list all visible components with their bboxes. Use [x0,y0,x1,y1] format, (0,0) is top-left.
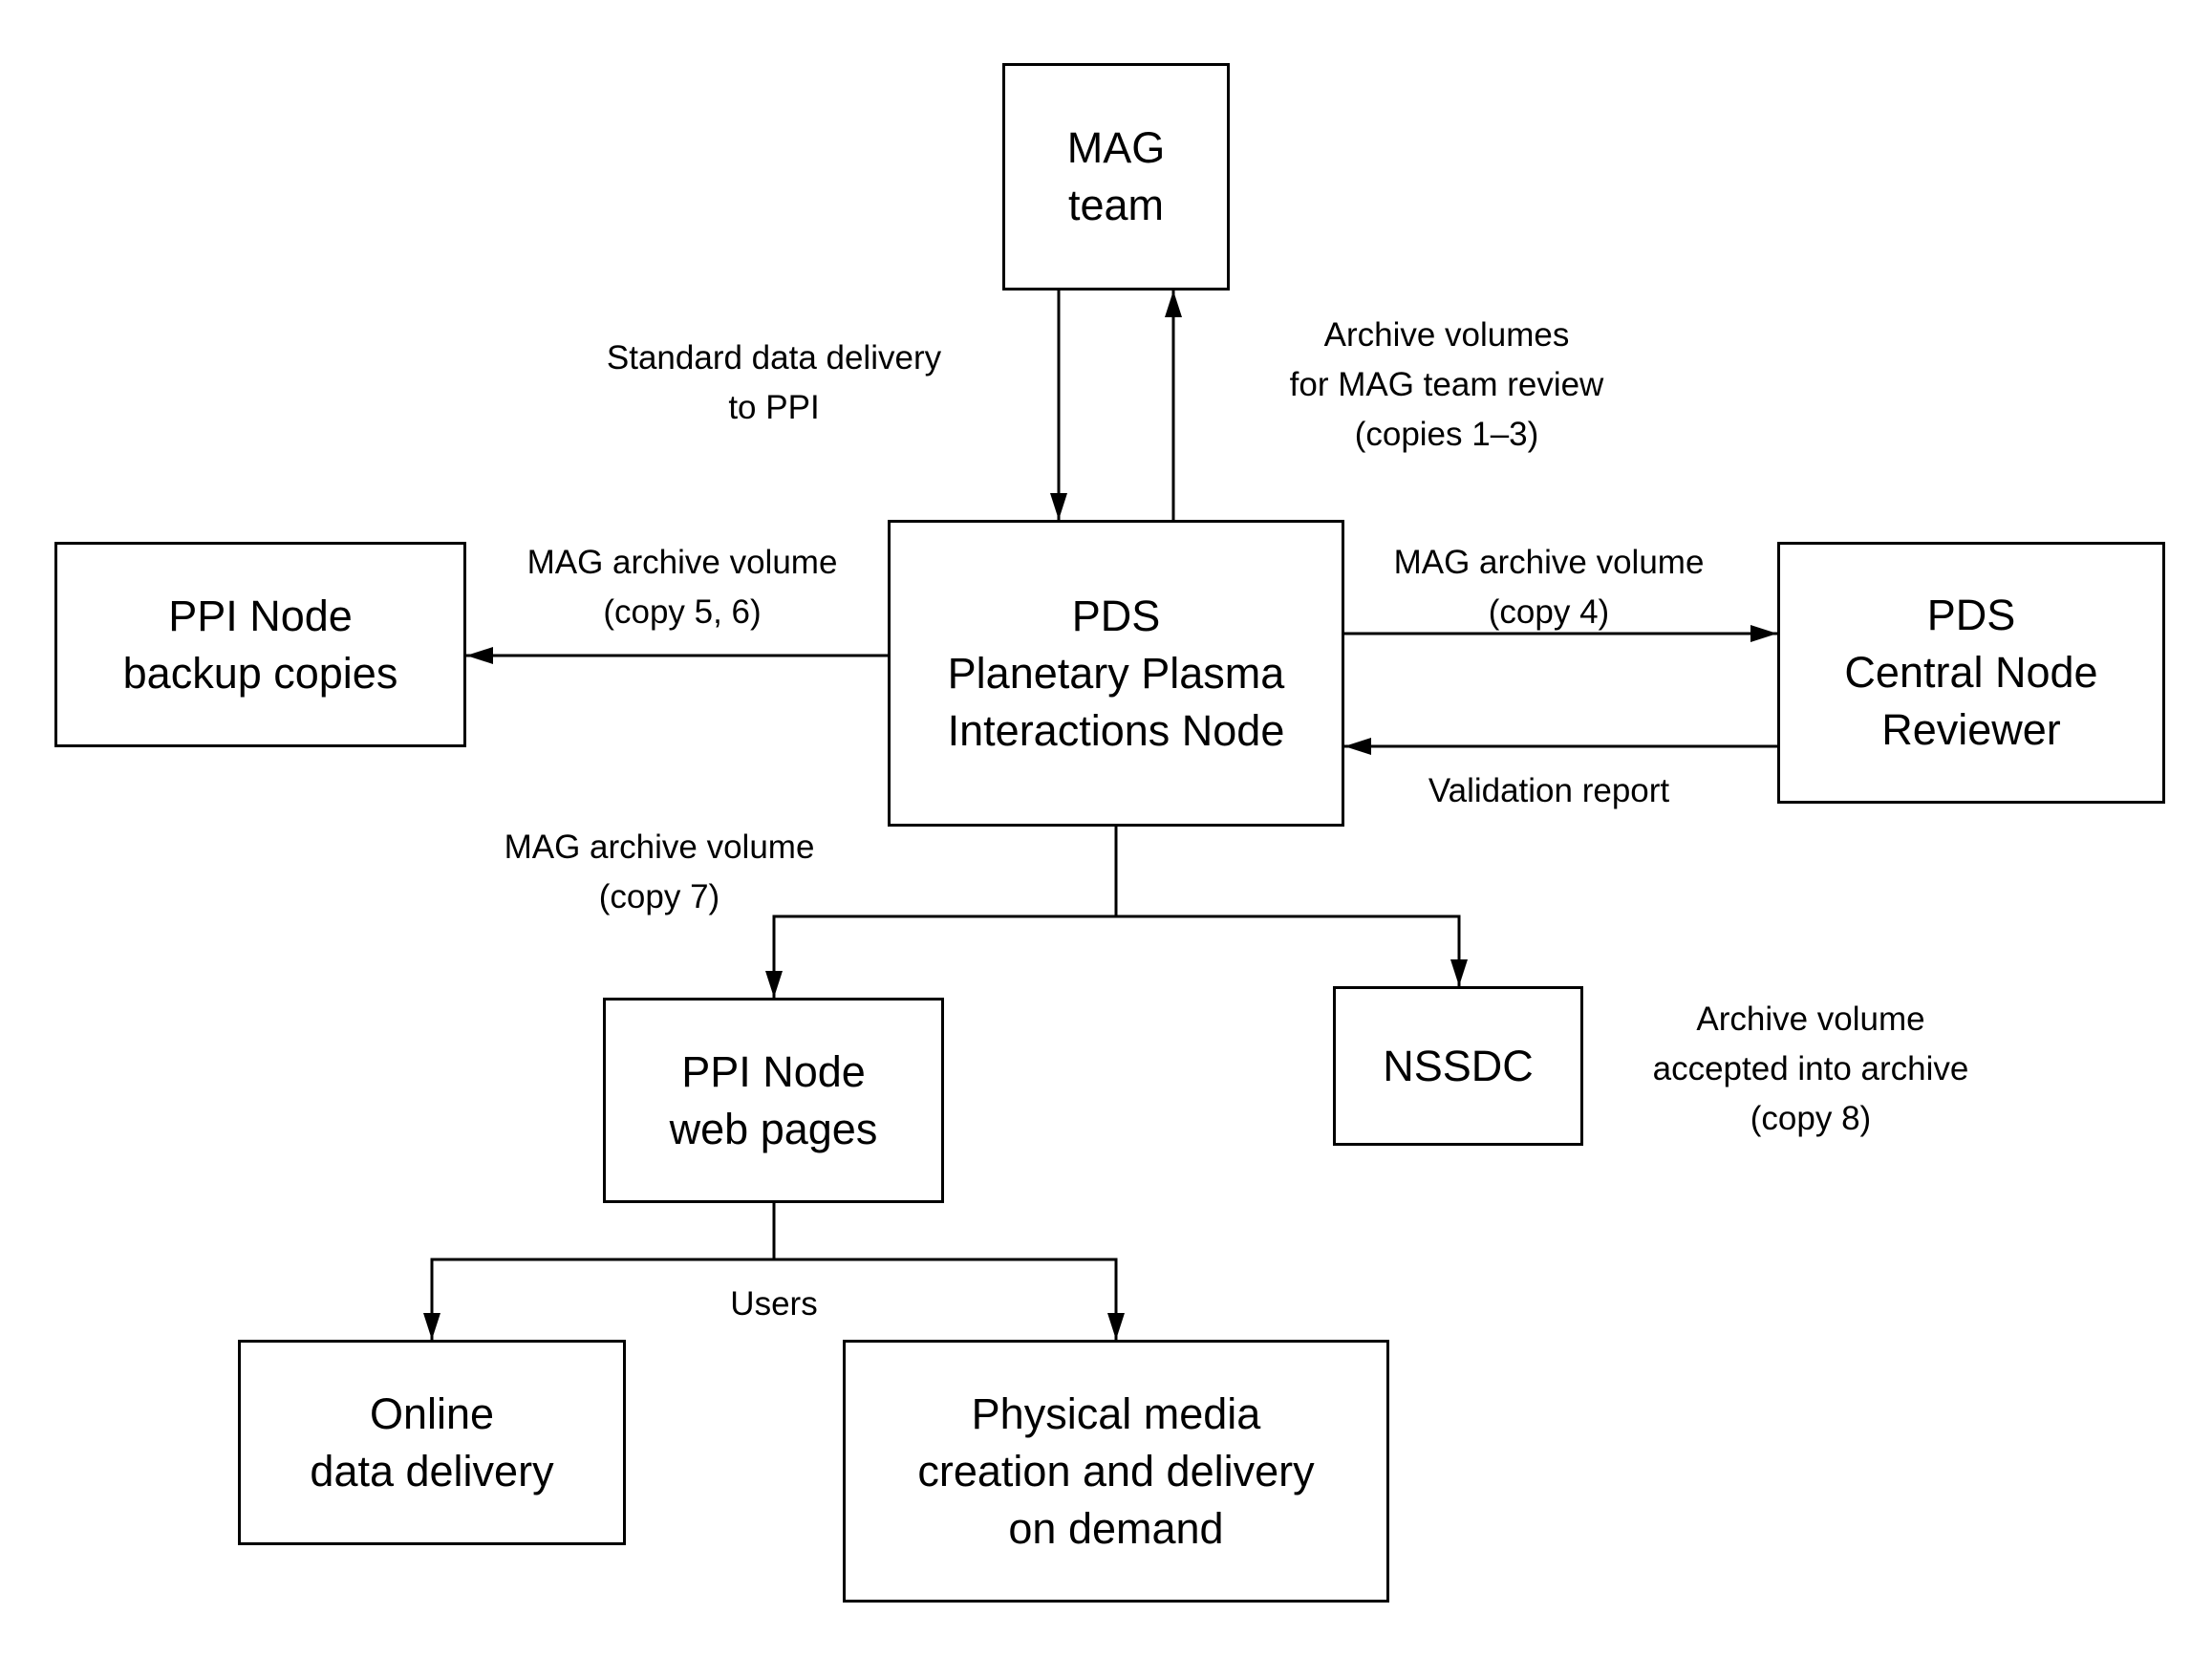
arrow-ppi-to-web [765,915,1116,998]
node-ppi-backup: PPI Node backup copies [54,542,466,747]
node-online-delivery: Online data delivery [238,1340,626,1545]
label-standard-delivery: Standard data delivery to PPI [606,339,942,426]
arrow-ppi-to-nssdc [1116,915,1468,986]
node-physical-media: Physical media creation and delivery on … [843,1340,1389,1603]
label-validation: Validation report [1428,772,1670,809]
node-pds-ppi: PDS Planetary Plasma Interactions Node [888,520,1344,827]
label-nssdc: Archive volume accepted into archive (co… [1652,1001,1969,1137]
label-team-review: Archive volumes for MAG team review (cop… [1289,316,1604,453]
arrow-web-to-physical [774,1258,1125,1340]
arrow-web-to-online [423,1258,774,1340]
label-web: MAG archive volume (copy 7) [504,828,815,915]
node-mag-team: MAG team [1002,63,1230,291]
node-central-reviewer: PDS Central Node Reviewer [1777,542,2165,804]
label-backup: MAG archive volume (copy 5, 6) [526,544,838,631]
node-web-pages: PPI Node web pages [603,998,944,1203]
label-central: MAG archive volume (copy 4) [1393,544,1705,631]
node-nssdc: NSSDC [1333,986,1583,1146]
label-users: Users [730,1285,818,1323]
